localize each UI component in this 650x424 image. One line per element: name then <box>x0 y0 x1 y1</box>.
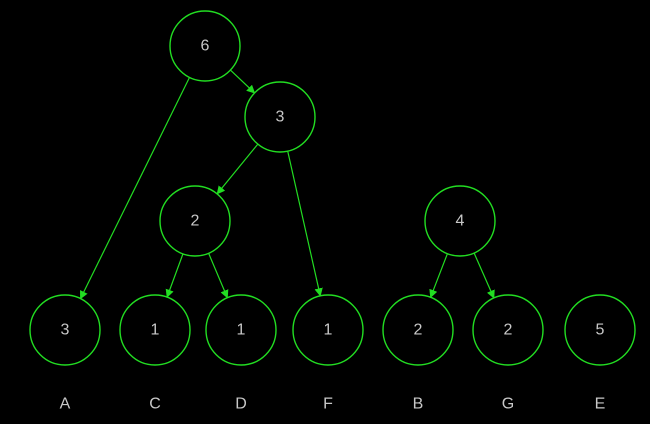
leaf-label-f: F <box>323 396 333 413</box>
edge-n4-to-leafB <box>429 253 448 299</box>
node-circle <box>29 294 101 366</box>
node-circle <box>169 10 241 82</box>
internal-node-n2: 2 <box>159 185 231 257</box>
leaf-node-g: 2 <box>472 294 544 366</box>
edge-n6-to-n3top <box>230 69 256 94</box>
node-circle <box>382 294 454 366</box>
node-circle <box>472 294 544 366</box>
edges-layer <box>79 69 495 300</box>
leaf-label-c: C <box>149 396 161 413</box>
leaf-node-b: 2 <box>382 294 454 366</box>
node-circle <box>159 185 231 257</box>
node-value: 1 <box>151 322 160 339</box>
edge-n3top-to-n2 <box>216 143 259 195</box>
leaf-label-e: E <box>595 396 606 413</box>
node-value: 1 <box>237 322 246 339</box>
node-circle <box>205 294 277 366</box>
node-value: 5 <box>596 322 605 339</box>
internal-node-n6: 6 <box>169 10 241 82</box>
node-value: 6 <box>201 38 210 55</box>
node-circle <box>292 294 364 366</box>
leaf-node-a: 3 <box>29 294 101 366</box>
leaf-node-c: 1 <box>119 294 191 366</box>
leaf-label-d: D <box>235 396 247 413</box>
leaf-node-e: 5 <box>564 294 636 366</box>
nodes-layer: 6 3 2 4 3 1 1 1 2 2 5 <box>29 10 636 366</box>
node-value: 1 <box>324 322 333 339</box>
leaf-label-b: B <box>413 396 424 413</box>
leaf-node-d: 1 <box>205 294 277 366</box>
leaf-label-a: A <box>60 396 71 413</box>
node-circle <box>119 294 191 366</box>
edge-n2-to-leafC <box>165 253 184 298</box>
leaf-node-f: 1 <box>292 294 364 366</box>
leaf-label-g: G <box>502 396 514 413</box>
internal-node-n3top: 3 <box>244 81 316 153</box>
node-value: 3 <box>276 109 285 126</box>
edge-n3top-to-leafF <box>287 151 323 297</box>
node-value: 2 <box>191 213 200 230</box>
node-circle <box>244 81 316 153</box>
internal-node-n4: 4 <box>424 185 496 257</box>
node-value: 4 <box>456 213 465 230</box>
node-value: 2 <box>414 322 423 339</box>
edge-n6-to-leafA <box>79 77 191 300</box>
node-circle <box>424 185 496 257</box>
node-circle <box>564 294 636 366</box>
node-value: 3 <box>61 322 70 339</box>
node-value: 2 <box>504 322 513 339</box>
edge-n4-to-leafG <box>473 252 495 299</box>
edge-n2-to-leafD <box>208 253 229 299</box>
